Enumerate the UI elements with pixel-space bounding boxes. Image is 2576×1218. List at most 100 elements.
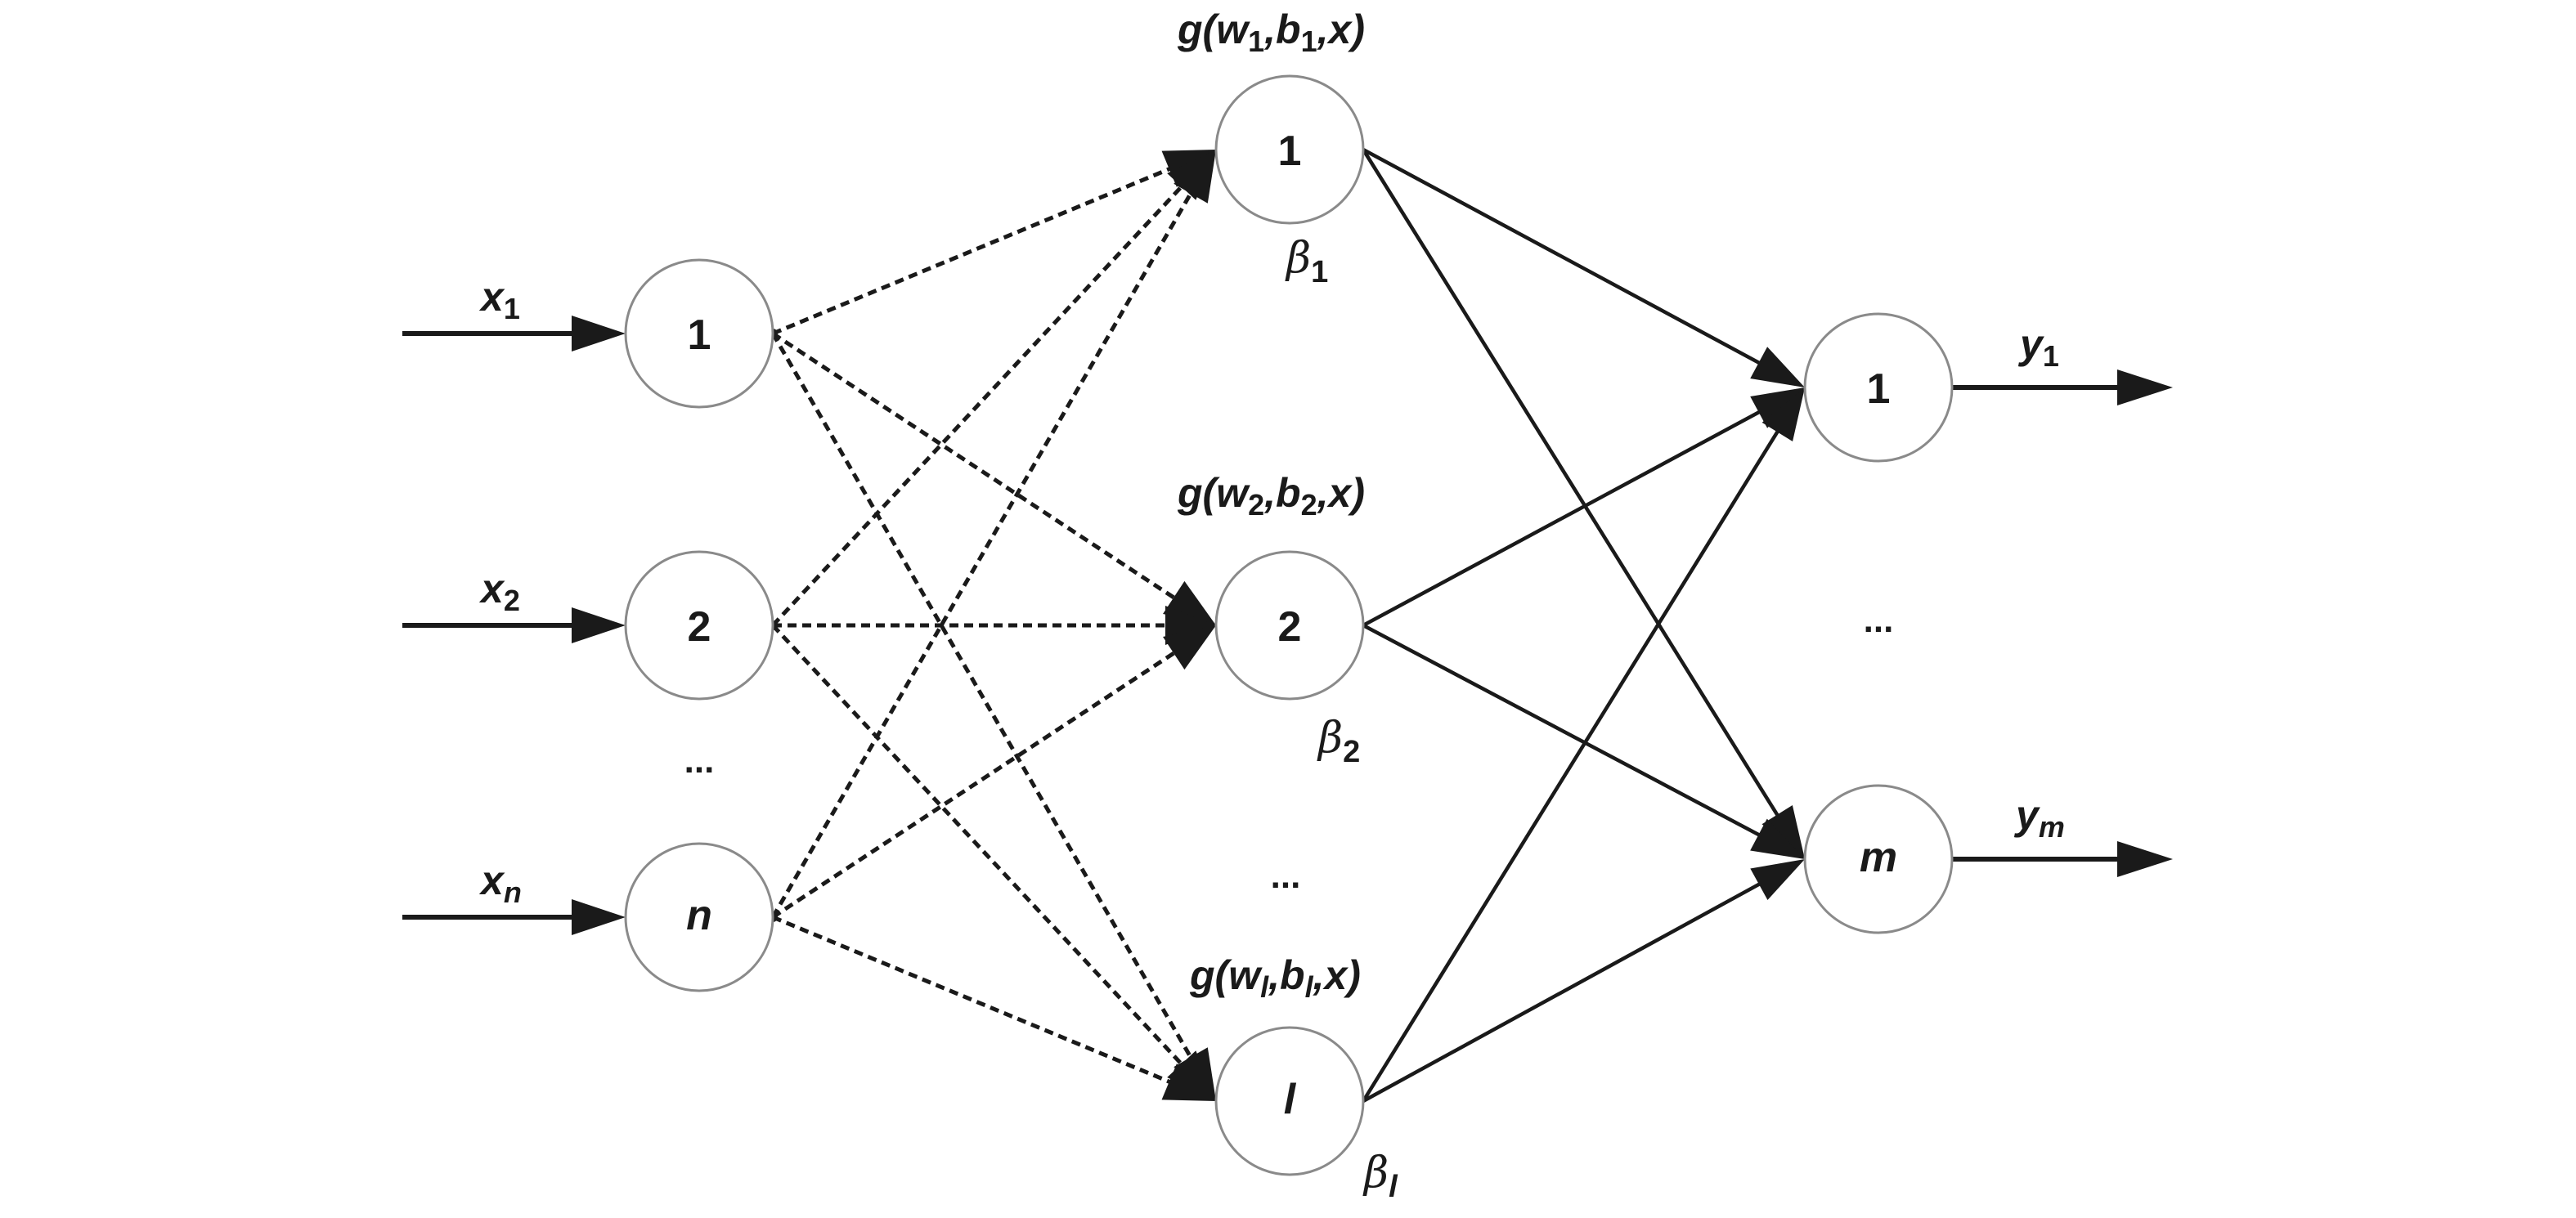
subscript: m <box>2039 810 2065 844</box>
tail: ,x) <box>1313 952 1361 998</box>
bias: b <box>1276 470 1301 516</box>
dashed-connection <box>772 164 1176 336</box>
input-arrowhead-icon <box>572 899 626 935</box>
dashed-connection <box>772 915 1176 1086</box>
subscript: 2 <box>504 584 520 617</box>
subscript: l <box>1389 1170 1398 1204</box>
output-ellipsis: ... <box>1864 600 1894 640</box>
output-arrowhead-icon <box>2117 841 2173 877</box>
input-arrowhead-icon <box>572 316 626 352</box>
activation-label-l: g(wl,bl,x) <box>1189 952 1361 1004</box>
arrowhead-icon <box>1161 1064 1216 1101</box>
arrowhead-icon <box>1750 859 1805 901</box>
beta: β <box>1285 234 1311 283</box>
node-label: n <box>686 892 712 939</box>
dashed-connection <box>771 624 1187 1070</box>
weight: w <box>1216 7 1250 52</box>
beta: β <box>1317 714 1343 763</box>
subscript: l <box>1305 970 1314 1004</box>
bias: b <box>1280 952 1305 998</box>
arrowhead-icon <box>1750 818 1805 859</box>
node-circle <box>624 258 774 409</box>
input-node-2: 2 <box>624 550 774 701</box>
subscript: n <box>504 875 522 909</box>
dashed-connection <box>770 187 1196 919</box>
func: g( <box>1177 7 1221 52</box>
solid-connection <box>1362 148 1785 826</box>
var: x <box>478 566 505 611</box>
io-arrows <box>402 316 2173 935</box>
node-circle <box>1214 550 1365 701</box>
arrowhead-icon <box>1750 387 1805 428</box>
node-label: 2 <box>688 603 711 651</box>
node-label: m <box>1860 834 1897 881</box>
subscript: l <box>1260 970 1269 1004</box>
hidden-node-2: 2 <box>1214 550 1365 701</box>
hidden-output-connections <box>1362 148 1805 1103</box>
output-node-1: 1 <box>1803 312 1954 463</box>
hidden-layer: 1 2 l ... g(w1,b1,x) g(w2,b2,x) g(wl,bl,… <box>1177 7 1398 1204</box>
subscript: 2 <box>1248 488 1264 522</box>
solid-connection <box>1362 405 1770 627</box>
var: y <box>2017 321 2044 367</box>
subscript: 1 <box>2043 339 2059 373</box>
output-label-y1: y1 <box>2017 321 2059 373</box>
input-node-1: 1 <box>624 258 774 409</box>
comma: , <box>1263 7 1276 52</box>
solid-connection <box>1362 624 1770 842</box>
beta-label-1: β1 <box>1285 234 1328 289</box>
input-layer: 1 2 n ... x1 x2 xn <box>478 258 774 992</box>
arrowhead-icon <box>1761 805 1805 859</box>
activation-label-2: g(w2,b2,x) <box>1177 470 1365 522</box>
tail: ,x) <box>1317 7 1365 52</box>
output-node-m: m <box>1803 784 1954 934</box>
dashed-connection <box>771 181 1187 627</box>
bias: b <box>1276 7 1301 52</box>
beta: β <box>1362 1149 1389 1198</box>
node-circle <box>1214 74 1365 225</box>
arrowhead-icon <box>1167 1050 1216 1101</box>
dashed-connection <box>771 648 1180 920</box>
output-label-ym: ym <box>2013 792 2065 844</box>
node-label: l <box>1284 1076 1297 1123</box>
node-circle <box>1803 312 1954 463</box>
subscript: 1 <box>504 292 520 325</box>
node-label: 1 <box>1278 128 1302 175</box>
input-ellipsis: ... <box>684 741 715 781</box>
var: x <box>478 274 505 320</box>
beta-label-2: β2 <box>1317 714 1360 769</box>
var: x <box>478 858 505 903</box>
node-label: 2 <box>1278 603 1302 651</box>
node-circle <box>1214 1026 1365 1176</box>
weight: w <box>1228 952 1263 998</box>
output-arrowhead-icon <box>2117 369 2173 405</box>
input-arrowhead-icon <box>572 607 626 643</box>
hidden-node-1: 1 <box>1214 74 1365 225</box>
node-circle <box>624 550 774 701</box>
input-label-x1: x1 <box>478 274 520 325</box>
solid-connection <box>1362 148 1770 370</box>
subscript: 2 <box>1343 735 1360 769</box>
input-hidden-connections <box>768 150 1216 1101</box>
func: g( <box>1189 952 1233 998</box>
hidden-ellipsis: ... <box>1271 856 1301 896</box>
node-circle <box>1803 784 1954 934</box>
hidden-node-l: l <box>1214 1026 1365 1176</box>
arrowhead-icon <box>1750 347 1805 387</box>
input-label-x2: x2 <box>478 566 520 617</box>
func: g( <box>1177 470 1221 516</box>
node-label: 1 <box>688 311 711 359</box>
subscript: 2 <box>1301 488 1317 522</box>
subscript: 1 <box>1301 25 1317 58</box>
tail: ,x) <box>1317 470 1365 516</box>
arrowhead-icon <box>1163 625 1216 670</box>
comma: , <box>1268 952 1280 998</box>
dashed-connection <box>771 331 1180 602</box>
arrowhead-icon <box>1174 150 1216 204</box>
beta-label-l: βl <box>1362 1149 1398 1204</box>
node-label: 1 <box>1867 365 1891 413</box>
dashed-connection <box>770 332 1196 1064</box>
solid-connection <box>1362 877 1770 1103</box>
weight: w <box>1216 470 1250 516</box>
